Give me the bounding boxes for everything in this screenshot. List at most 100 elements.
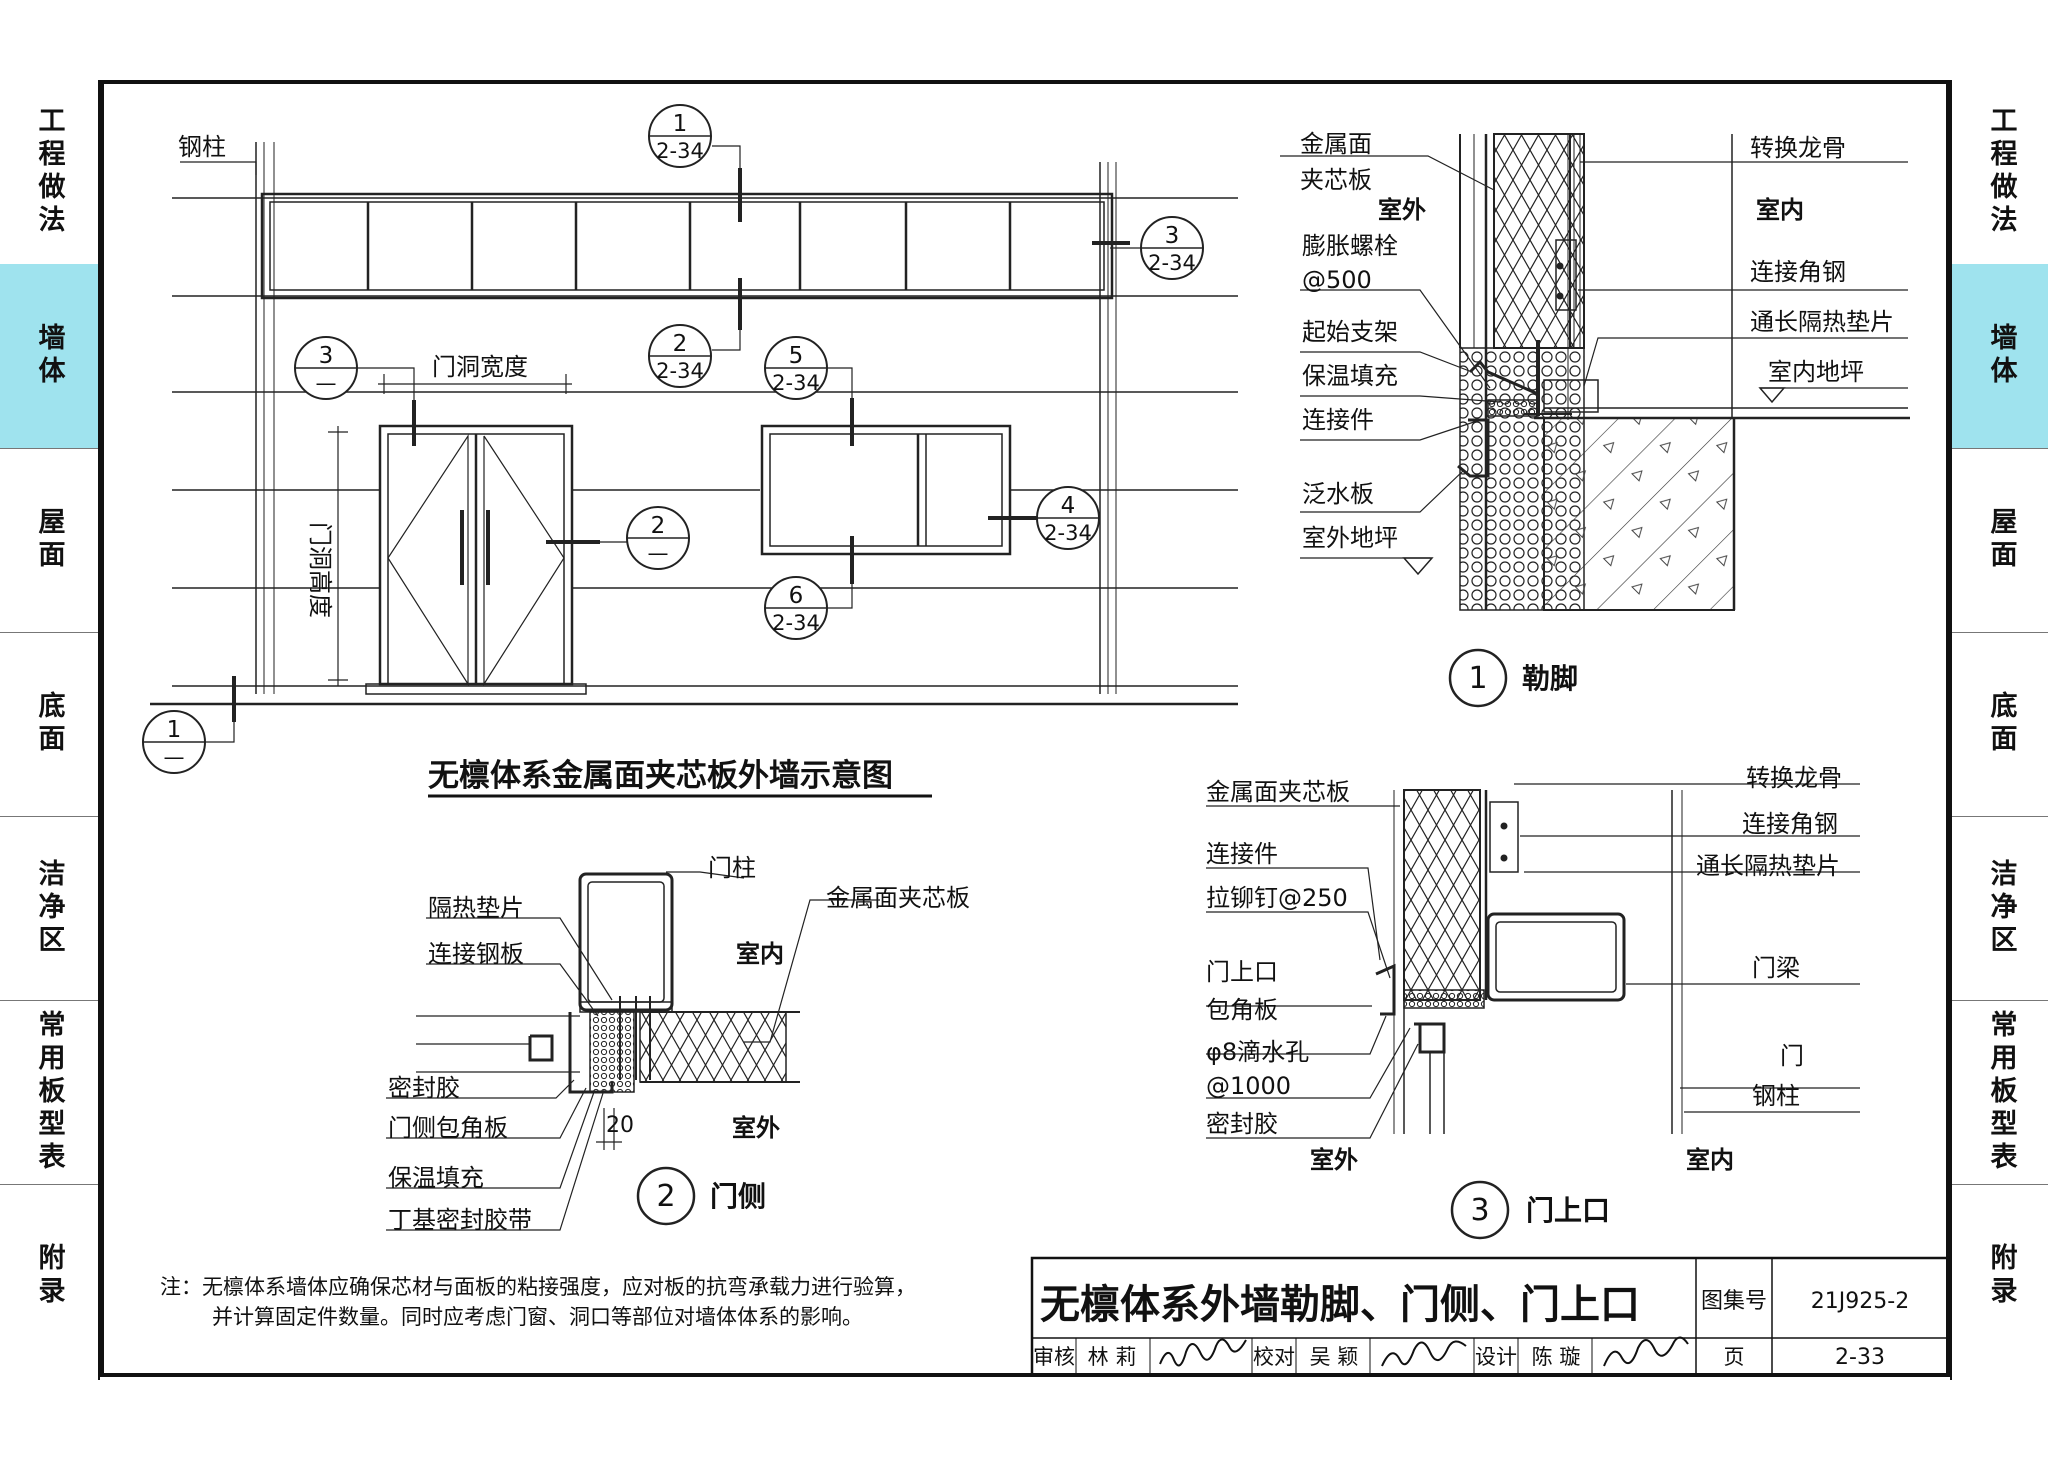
svg-text:金属面夹芯板: 金属面夹芯板 xyxy=(826,884,970,912)
svg-text:2: 2 xyxy=(673,331,688,357)
svg-text:室内地坪: 室内地坪 xyxy=(1768,358,1864,386)
sidebar-tab-label: 屋面 xyxy=(1985,507,2017,573)
sidebar-tab-appendix[interactable]: 附录 xyxy=(1952,1184,2048,1368)
callout-2-door: 2 — xyxy=(626,506,690,570)
detail-1-base xyxy=(1280,133,1910,708)
svg-text:门侧包角板: 门侧包角板 xyxy=(388,1114,508,1142)
sidebar-tab-clean-zone[interactable]: 洁净区 xyxy=(0,816,98,1001)
svg-text:2-34: 2-34 xyxy=(1148,251,1196,275)
svg-text:20: 20 xyxy=(606,1113,634,1138)
callout-3-left: 3 — xyxy=(294,336,358,400)
svg-text:1: 1 xyxy=(1468,661,1487,696)
svg-text:门梁: 门梁 xyxy=(1752,954,1800,982)
svg-text:室内: 室内 xyxy=(736,940,784,968)
elevation-view xyxy=(150,142,1238,743)
sidebar-tab-label: 底面 xyxy=(33,691,65,757)
sidebar-tab-bottom[interactable]: 底面 xyxy=(1952,632,2048,817)
detail-2-labels: 门柱 金属面夹芯板 隔热垫片 连接钢板 室内 密封胶 门侧包角板 保温填充 丁基… xyxy=(388,854,970,1234)
svg-text:吴 颖: 吴 颖 xyxy=(1310,1345,1359,1369)
svg-text:2-34: 2-34 xyxy=(772,371,820,395)
svg-text:门上口: 门上口 xyxy=(1526,1194,1610,1227)
atlas-number: 21J925-2 xyxy=(1811,1289,1909,1314)
detail-1-labels: 金属面 夹芯板 室外 膨胀螺栓 @500 起始支架 保温填充 连接件 泛水板 室… xyxy=(1300,130,1894,696)
svg-text:门上口: 门上口 xyxy=(1206,958,1278,986)
sidebar-tab-label: 常用板型表 xyxy=(33,1009,65,1175)
svg-text:5: 5 xyxy=(789,343,804,369)
svg-text:1: 1 xyxy=(673,111,688,137)
svg-text:设计: 设计 xyxy=(1475,1345,1517,1369)
svg-text:1: 1 xyxy=(167,717,182,743)
svg-text:连接角钢: 连接角钢 xyxy=(1750,258,1846,286)
sidebar-tab-appendix[interactable]: 附录 xyxy=(0,1184,98,1368)
signature-reviewer xyxy=(1159,1338,1247,1367)
sidebar-tab-label: 洁净区 xyxy=(33,858,65,958)
svg-text:室外地坪: 室外地坪 xyxy=(1302,524,1398,552)
detail-3-door-top xyxy=(1206,783,1860,1240)
svg-text:室外: 室外 xyxy=(1310,1146,1358,1174)
signature-checker xyxy=(1381,1340,1467,1367)
svg-text:密封胶: 密封胶 xyxy=(388,1074,460,1102)
sheet-title: 无檩体系外墙勒脚、门侧、门上口 xyxy=(1040,1282,1640,1328)
svg-text:6: 6 xyxy=(789,583,804,609)
sidebar-tab-roof[interactable]: 屋面 xyxy=(0,448,98,633)
sidebar-tab-label: 常用板型表 xyxy=(1985,1009,2017,1175)
sidebar-tab-label: 洁净区 xyxy=(1985,858,2017,958)
svg-text:2-34: 2-34 xyxy=(1044,521,1092,545)
sidebar-tab-roof[interactable]: 屋面 xyxy=(1952,448,2048,633)
svg-text:泛水板: 泛水板 xyxy=(1302,480,1374,508)
svg-text:图集号: 图集号 xyxy=(1701,1289,1767,1314)
svg-text:4: 4 xyxy=(1061,493,1076,519)
callout-bubbles: 1 2-34 2 2-34 3 2-34 3 — 5 2-34 4 2-34 xyxy=(142,104,1204,774)
sidebar-tab-panel-types[interactable]: 常用板型表 xyxy=(0,1000,98,1185)
callout-3-right: 3 2-34 xyxy=(1140,216,1204,280)
svg-text:门侧: 门侧 xyxy=(710,1180,766,1213)
sidebar-tab-label: 墙体 xyxy=(33,323,65,389)
callout-6: 6 2-34 xyxy=(764,576,828,640)
signature-designer xyxy=(1603,1336,1689,1367)
svg-text:金属面夹芯板: 金属面夹芯板 xyxy=(1206,778,1350,806)
note-line-1: 注：无檩体系墙体应确保芯材与面板的粘接强度，应对板的抗弯承载力进行验算， xyxy=(160,1275,916,1299)
sidebar-tab-label: 工程做法 xyxy=(1985,106,2017,238)
label-door-height: 门洞高度 xyxy=(306,522,334,618)
right-index-sidebar: 工程做法 墙体 屋面 底面 洁净区 常用板型表 附录 xyxy=(1950,80,2048,1380)
svg-text:校对: 校对 xyxy=(1253,1345,1295,1369)
svg-text:转换龙骨: 转换龙骨 xyxy=(1746,764,1842,792)
sidebar-tab-label: 底面 xyxy=(1985,691,2017,757)
svg-text:连接角钢: 连接角钢 xyxy=(1742,810,1838,838)
svg-text:陈 璇: 陈 璇 xyxy=(1532,1345,1581,1369)
svg-text:3: 3 xyxy=(1470,1193,1489,1228)
svg-text:转换龙骨: 转换龙骨 xyxy=(1750,134,1846,162)
sidebar-tab-bottom[interactable]: 底面 xyxy=(0,632,98,817)
title-block-text: 无檩体系外墙勒脚、门侧、门上口 图集号 21J925-2 审核 林 莉 校对 吴… xyxy=(1033,1282,1909,1370)
sidebar-tab-wall[interactable]: 墙体 xyxy=(1952,264,2048,449)
svg-text:—: — xyxy=(648,541,669,565)
svg-text:钢柱: 钢柱 xyxy=(1752,1082,1800,1110)
elevation-title: 无檩体系金属面夹芯板外墙示意图 xyxy=(428,758,893,794)
svg-text:金属面: 金属面 xyxy=(1300,130,1372,158)
svg-text:2-34: 2-34 xyxy=(656,139,704,163)
label-door-width: 门洞宽度 xyxy=(432,353,528,381)
svg-text:拉铆钉@250: 拉铆钉@250 xyxy=(1206,884,1348,912)
detail-2-door-side xyxy=(386,871,880,1231)
sidebar-tab-label: 屋面 xyxy=(33,507,65,573)
svg-text:页: 页 xyxy=(1724,1345,1745,1369)
svg-text:林 莉: 林 莉 xyxy=(1088,1345,1137,1369)
svg-text:门: 门 xyxy=(1780,1042,1804,1070)
svg-text:通长隔热垫片: 通长隔热垫片 xyxy=(1750,308,1894,336)
svg-text:2: 2 xyxy=(651,513,666,539)
sidebar-tab-engineering[interactable]: 工程做法 xyxy=(0,80,98,265)
svg-text:3: 3 xyxy=(319,343,334,369)
sidebar-tab-clean-zone[interactable]: 洁净区 xyxy=(1952,816,2048,1001)
sidebar-tab-panel-types[interactable]: 常用板型表 xyxy=(1952,1000,2048,1185)
sidebar-tab-label: 墙体 xyxy=(1985,323,2017,389)
sidebar-tab-label: 工程做法 xyxy=(33,106,65,238)
label-steel-column: 钢柱 xyxy=(178,133,226,161)
sidebar-tab-wall[interactable]: 墙体 xyxy=(0,264,98,449)
note-block: 注：无檩体系墙体应确保芯材与面板的粘接强度，应对板的抗弯承载力进行验算， 并计算… xyxy=(160,1275,916,1329)
svg-text:门柱: 门柱 xyxy=(708,854,756,882)
sheet-frame xyxy=(100,80,1950,1377)
callout-4: 4 2-34 xyxy=(1036,486,1100,550)
svg-text:隔热垫片: 隔热垫片 xyxy=(428,894,524,922)
svg-text:室外: 室外 xyxy=(1378,196,1426,224)
